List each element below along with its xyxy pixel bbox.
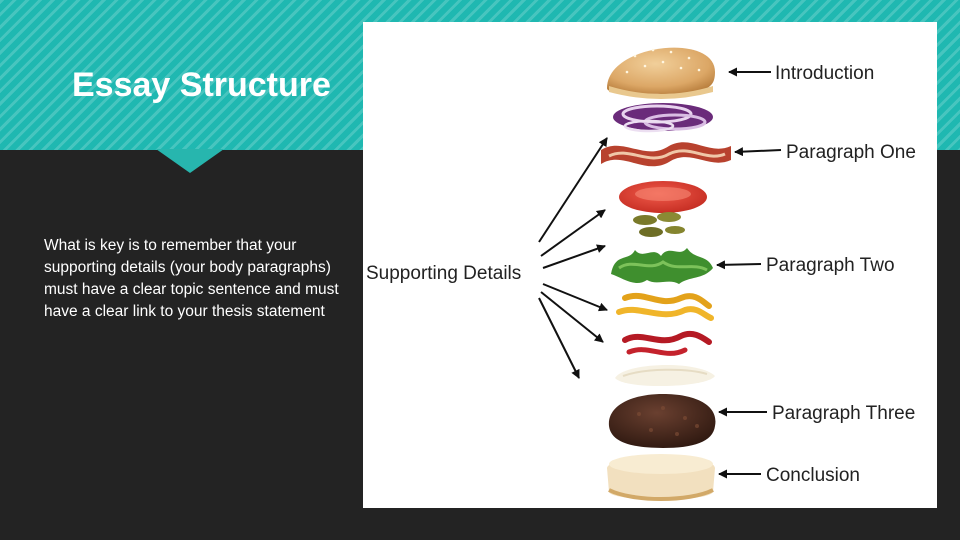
paragraph-one-label: Paragraph One: [786, 142, 916, 163]
slide-title: Essay Structure: [72, 66, 331, 104]
conclusion-label: Conclusion: [766, 465, 860, 486]
paragraph-one-arrow: [734, 147, 782, 157]
patty-layer: [608, 394, 716, 448]
pickles-layer: [633, 212, 685, 237]
slide-body-text: What is key is to remember that your sup…: [44, 237, 339, 320]
ketchup-layer: [622, 330, 712, 356]
lettuce-layer: [611, 248, 713, 284]
burger-diagram: Introduction Paragraph One Paragraph Two…: [366, 47, 916, 501]
onion-layer: [613, 103, 713, 133]
paragraph-two-label: Paragraph Two: [766, 255, 895, 276]
bottom-bun-layer: [607, 454, 715, 501]
introduction-label: Introduction: [775, 63, 874, 84]
top-bun-layer: [607, 47, 715, 99]
supporting-details-arrows: [538, 137, 608, 379]
bacon-layer: [601, 142, 731, 167]
paragraph-three-label: Paragraph Three: [772, 403, 915, 424]
header-notch: [156, 149, 224, 173]
burger-diagram-panel: Introduction Paragraph One Paragraph Two…: [363, 22, 937, 508]
tomato-layer: [619, 181, 707, 213]
label-arrows: [716, 67, 782, 479]
mustard-layer: [616, 292, 714, 321]
paragraph-two-arrow: [716, 260, 762, 270]
mayonnaise-layer: [615, 364, 715, 387]
supporting-details-label: Supporting Details: [366, 263, 521, 284]
